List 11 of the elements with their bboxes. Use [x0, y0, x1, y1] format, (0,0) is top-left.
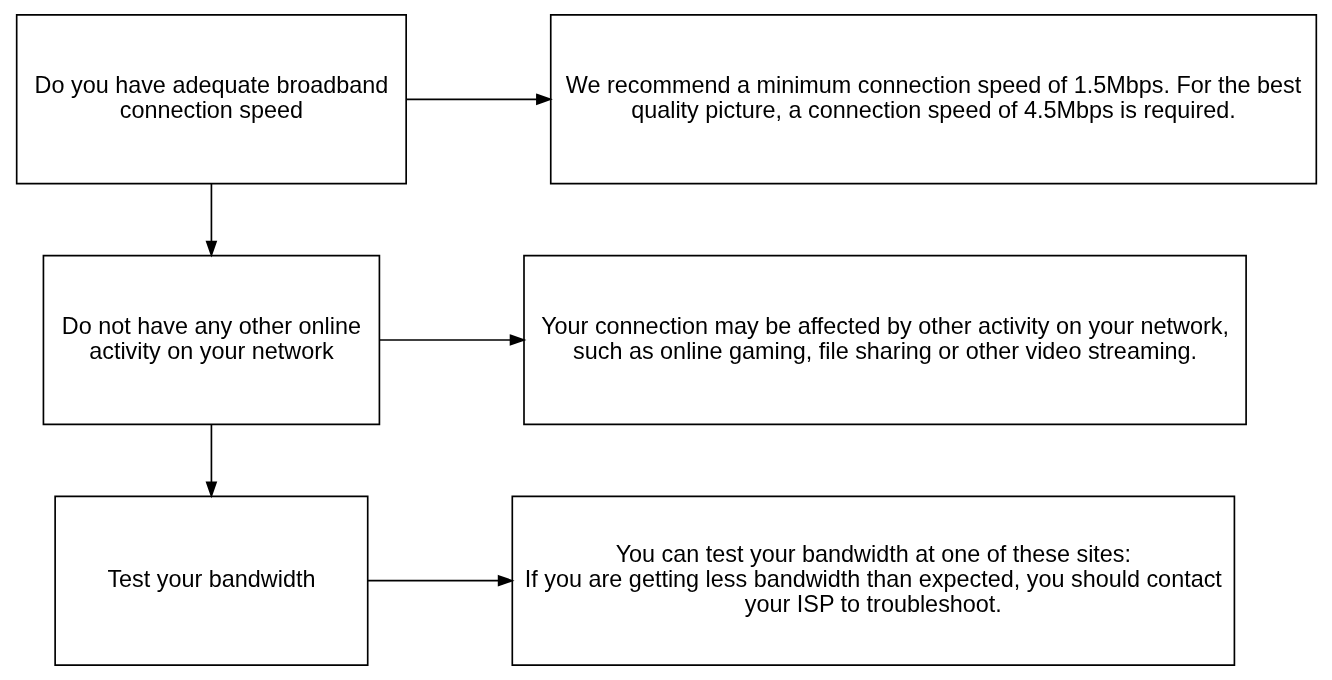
node-box: You can test your bandwidth at one of these sites: If you are getting less bandwidth than expected, you should contact your ISP to troubleshoot. [510, 495, 1235, 666]
arrow [405, 93, 553, 106]
arrow [205, 183, 217, 258]
node-box: Your connection may be affected by other activity on your network, such as online gaming, file sharing or other video streaming. [522, 254, 1247, 426]
arrow [366, 574, 515, 587]
node-box: Test your bandwidth [53, 495, 369, 666]
node-box: Do you have adequate broadband connection speed [15, 14, 407, 185]
arrow [205, 423, 217, 499]
node-box: Do not have any other online activity on your network [42, 254, 380, 426]
arrow [378, 334, 526, 346]
node-box: We recommend a minimum connection speed of 1.5Mbps. For the best quality picture, a connection speed of 4.5Mbps is required. [549, 14, 1317, 185]
